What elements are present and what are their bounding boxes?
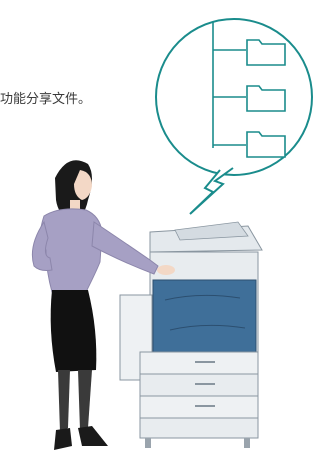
folder-tree	[212, 22, 246, 148]
folder-icon	[246, 39, 286, 66]
multifunction-printer	[119, 221, 263, 448]
folder-icon	[246, 85, 286, 112]
speech-bubble-icon	[155, 18, 313, 215]
folder-icon	[246, 131, 286, 158]
woman-figure	[31, 160, 175, 450]
caption-text: 功能分享文件。	[0, 92, 92, 107]
